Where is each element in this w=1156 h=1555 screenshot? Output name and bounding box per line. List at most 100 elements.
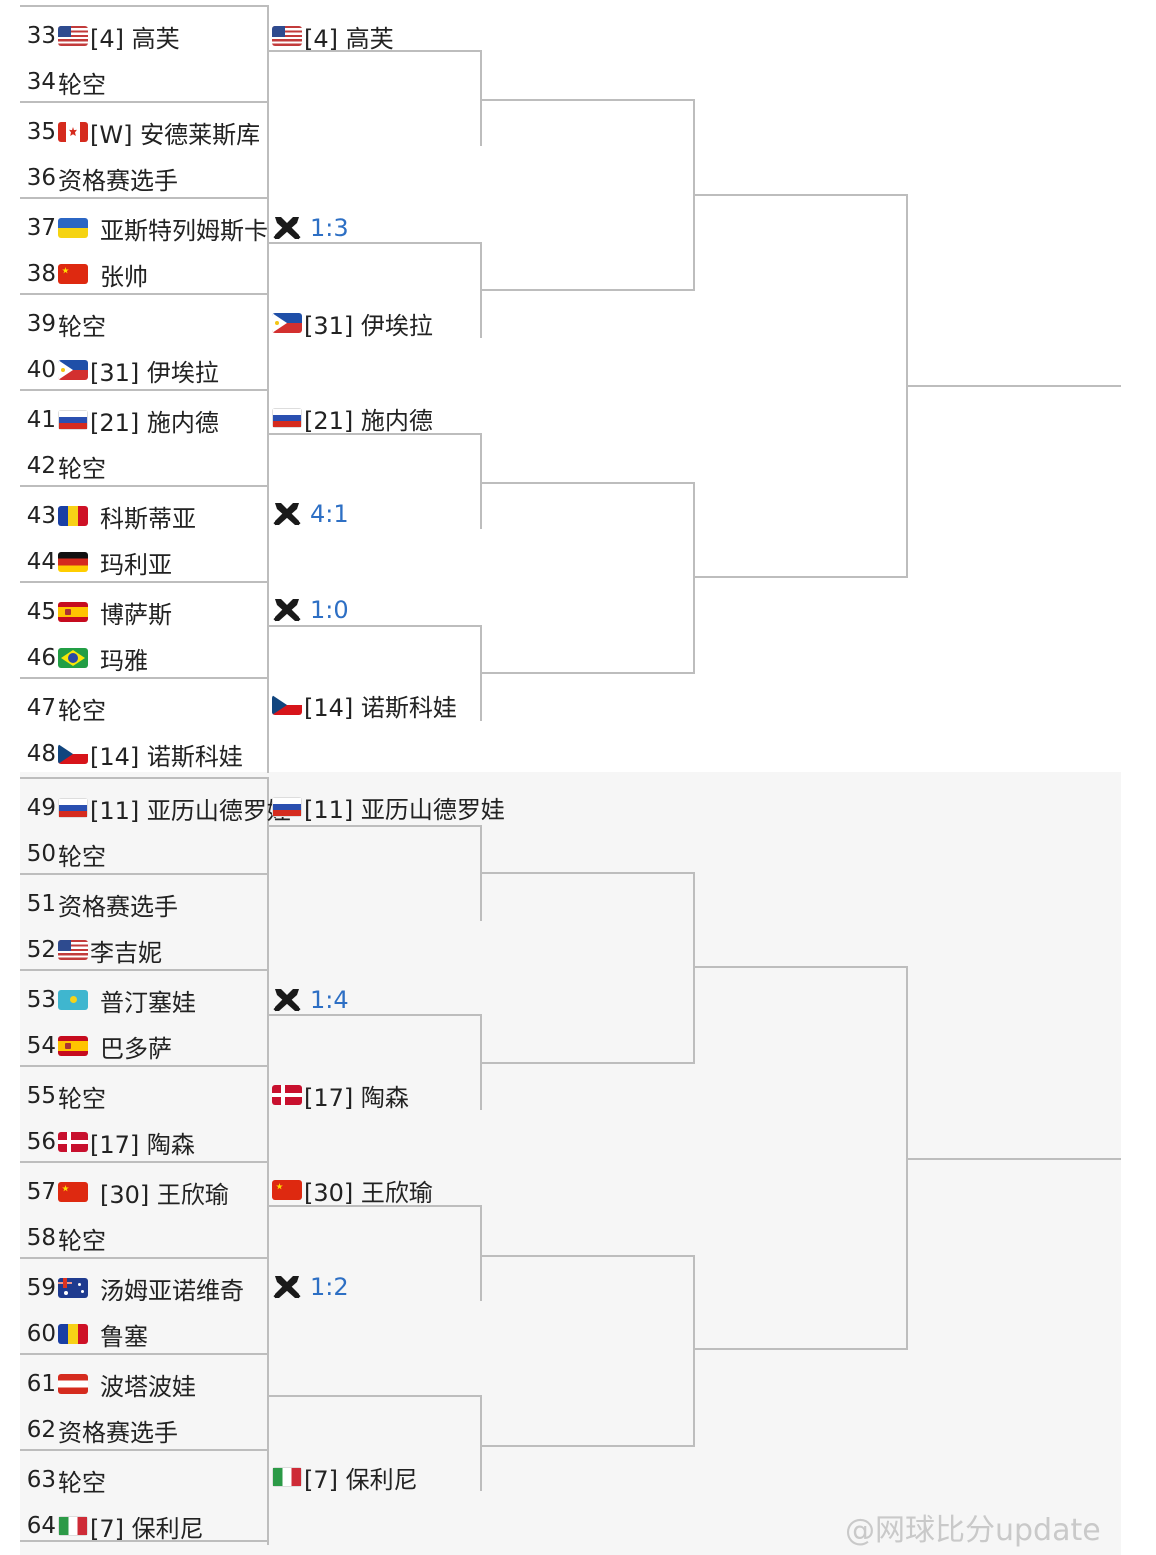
seed-number: 39	[26, 311, 56, 337]
round3-connector	[482, 99, 695, 291]
round2-player[interactable]: [14] 诺斯科娃	[272, 688, 457, 722]
player-slot[interactable]: 56[17] 陶森	[20, 1119, 195, 1165]
watermark: @网球比分update	[845, 1513, 1101, 1548]
bottom-half-background	[20, 772, 1121, 1555]
round2-connector	[269, 242, 482, 338]
crossed-swords-icon	[272, 596, 302, 624]
austria-flag-icon	[58, 1374, 88, 1394]
player-slot[interactable]: 45 博萨斯	[20, 589, 172, 635]
head-to-head-score[interactable]: 1:3	[310, 214, 349, 242]
italy-flag-icon	[272, 1467, 302, 1487]
player-slot[interactable]: 38 张帅	[20, 251, 148, 297]
round2-player[interactable]: [30] 王欣瑜	[272, 1173, 433, 1207]
seed-number: 63	[26, 1467, 56, 1493]
player-slot[interactable]: 33[4] 高芙	[20, 13, 180, 59]
seed-number: 58	[26, 1225, 56, 1251]
round2-connector	[269, 1395, 482, 1491]
seed-number: 52	[26, 937, 56, 963]
germany-flag-icon	[58, 552, 88, 572]
player-name: [14] 诺斯科娃	[304, 693, 457, 722]
canada-flag-icon	[58, 122, 88, 142]
head-to-head-score[interactable]: 1:2	[310, 1273, 349, 1301]
player-name: [17] 陶森	[304, 1083, 409, 1112]
player-name: [11] 亚历山德罗娃	[304, 795, 505, 824]
bracket-bottom-line	[20, 1540, 269, 1542]
seed-number: 35	[26, 119, 56, 145]
crossed-swords-icon	[272, 986, 302, 1014]
seed-number: 51	[26, 891, 56, 917]
round2-match-result[interactable]: 1:0	[272, 593, 349, 627]
round2-match-result[interactable]: 1:2	[272, 1270, 349, 1304]
player-name: 轮空	[58, 1226, 106, 1255]
round2-player[interactable]: [11] 亚历山德罗娃	[272, 790, 505, 824]
player-name: 李吉妮	[90, 938, 162, 967]
player-name: 博萨斯	[100, 600, 172, 629]
player-name: 张帅	[100, 262, 148, 291]
china-flag-icon	[272, 1180, 302, 1200]
seed-number: 38	[26, 261, 56, 287]
round2-match-result[interactable]: 1:3	[272, 211, 349, 245]
round2-match-result[interactable]: 4:1	[272, 497, 349, 531]
czech-flag-icon	[58, 744, 88, 764]
player-slot[interactable]: 35 [W] 安德莱斯库	[20, 109, 260, 155]
seed-number: 45	[26, 599, 56, 625]
player-name: 轮空	[58, 312, 106, 341]
seed-number: 37	[26, 215, 56, 241]
player-name: [31] 伊埃拉	[304, 311, 433, 340]
round2-player[interactable]: [17] 陶森	[272, 1078, 409, 1112]
player-slot[interactable]: 41[21] 施内德	[20, 397, 219, 443]
player-slot[interactable]: 40[31] 伊埃拉	[20, 347, 219, 393]
player-name: [31] 伊埃拉	[90, 358, 219, 387]
round2-player[interactable]: [31] 伊埃拉	[272, 306, 433, 340]
round2-player[interactable]: [4] 高芙	[272, 19, 394, 53]
player-slot[interactable]: 57[30] 王欣瑜	[20, 1169, 229, 1215]
player-slot[interactable]: 49[11] 亚历山德罗娃	[20, 785, 291, 831]
head-to-head-score[interactable]: 4:1	[310, 500, 349, 528]
player-slot[interactable]: 64[7] 保利尼	[20, 1503, 204, 1549]
head-to-head-score[interactable]: 1:0	[310, 596, 349, 624]
player-name: [4] 高芙	[304, 24, 394, 53]
seed-number: 64	[26, 1513, 56, 1539]
player-name: [17] 陶森	[90, 1130, 195, 1159]
head-to-head-score[interactable]: 1:4	[310, 986, 349, 1014]
philippines-flag-icon	[272, 313, 302, 333]
player-name: [11] 亚历山德罗娃	[90, 796, 291, 825]
round5-connector	[908, 1158, 1121, 1160]
player-name: 玛雅	[100, 646, 148, 675]
player-name: 轮空	[58, 454, 106, 483]
round2-player[interactable]: [21] 施内德	[272, 401, 433, 435]
round2-match-result[interactable]: 1:4	[272, 983, 349, 1017]
round2-player[interactable]: [7] 保利尼	[272, 1460, 418, 1494]
seed-number: 48	[26, 741, 56, 767]
russia-flag-icon	[272, 797, 302, 817]
player-name: [W] 安德莱斯库	[90, 120, 261, 149]
player-slot[interactable]: 52 李吉妮	[20, 927, 162, 973]
player-slot[interactable]: 48[14] 诺斯科娃	[20, 731, 243, 777]
